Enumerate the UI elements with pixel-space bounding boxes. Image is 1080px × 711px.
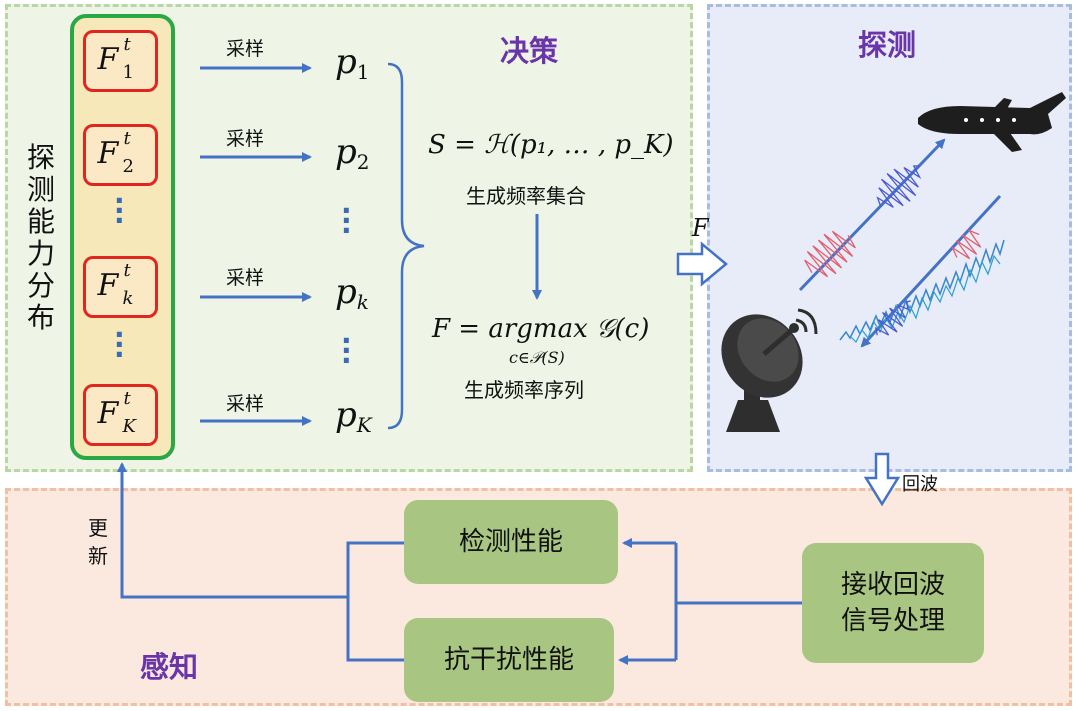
detection-title: 探测 — [858, 28, 917, 62]
jamming-noise-icon — [839, 239, 1005, 344]
f-sup: t — [123, 260, 131, 281]
p-sub: K — [356, 413, 372, 437]
p-item-K: pK — [335, 395, 372, 437]
connector-line — [346, 541, 404, 662]
decision-title: 决策 — [500, 34, 559, 68]
vlabel-char: 布 — [26, 301, 55, 334]
f-symbol: F — [97, 42, 119, 77]
distribution-box-K: F t K — [83, 384, 158, 446]
vlabel-char: 探 — [26, 141, 55, 174]
weak-echo-wave-icon — [874, 300, 911, 336]
formula-frequency-set: S = ℋ(p₁, … , p_K) — [428, 130, 674, 160]
p-symbol: p — [335, 132, 357, 172]
p-item-k: pk — [335, 272, 369, 314]
update-char: 更 — [88, 516, 108, 540]
vlabel-char: 力 — [26, 237, 55, 270]
hollow-right-arrow-icon — [676, 241, 728, 287]
signal-processing-box: 接收回波 信号处理 — [802, 543, 984, 663]
p-sub: k — [356, 290, 369, 314]
brace-icon — [387, 62, 425, 430]
vlabel-char: 测 — [26, 173, 55, 206]
return-pulse-icon — [950, 228, 982, 260]
p-symbol: p — [335, 272, 357, 312]
f-symbol: F — [97, 396, 119, 431]
reflected-wave-icon — [876, 165, 922, 208]
signal-processing-line: 信号处理 — [840, 606, 945, 636]
f-sub: k — [122, 288, 134, 309]
distribution-vertical-label: 探 测 能 力 分 布 — [24, 142, 58, 334]
p-sub: 2 — [356, 150, 370, 174]
f-symbol: F — [97, 136, 119, 171]
transmit-pulse-icon — [804, 230, 856, 278]
ellipsis-dots: ··· — [341, 324, 352, 377]
radar-icon — [721, 308, 818, 432]
p-item-1: p1 — [335, 42, 370, 84]
f-sub: K — [122, 416, 136, 437]
echo-label: 回波 — [902, 474, 938, 495]
distribution-box-1: F t 1 — [83, 30, 158, 92]
f-symbol: F — [97, 268, 119, 303]
f-sup: t — [123, 34, 131, 55]
p-symbol: p — [335, 42, 357, 82]
update-char: 新 — [88, 544, 108, 568]
vlabel-char: 分 — [26, 269, 55, 302]
anti-jamming-performance-box: 抗干扰性能 — [404, 618, 614, 702]
sample-label: 采样 — [226, 38, 265, 60]
ellipsis-dots: ··· — [114, 318, 125, 371]
f-sub: 1 — [122, 62, 134, 83]
distribution-box-k: F t k — [83, 256, 158, 318]
generate-frequency-sequence-label: 生成频率序列 — [464, 378, 584, 402]
generate-frequency-set-label: 生成频率集合 — [466, 184, 586, 208]
transmit-arrow — [798, 138, 946, 292]
airplane-icon — [918, 92, 1066, 152]
ellipsis-dots: ··· — [341, 194, 352, 247]
formula-argmax-subscript: c∈𝒫(S) — [509, 348, 565, 367]
formula-frequency-sequence: F = argmax 𝒢(c) — [432, 314, 650, 344]
p-sub: 1 — [356, 60, 370, 84]
hollow-down-arrow-icon — [863, 452, 901, 507]
sample-label: 采样 — [226, 267, 265, 289]
detection-performance-box: 检测性能 — [404, 500, 618, 584]
update-label: 更 新 — [88, 514, 108, 570]
sample-label: 采样 — [226, 128, 265, 150]
f-sub: 2 — [122, 156, 134, 177]
f-sup: t — [123, 388, 131, 409]
f-sup: t — [123, 128, 131, 149]
distribution-box-2: F t 2 — [83, 124, 158, 186]
p-item-2: p2 — [335, 132, 370, 174]
sample-label: 采样 — [226, 393, 265, 415]
output-frequency-label: F — [692, 214, 709, 242]
vlabel-char: 能 — [26, 205, 55, 238]
ellipsis-dots: ··· — [114, 184, 125, 237]
signal-processing-line: 接收回波 — [840, 570, 945, 600]
perception-title: 感知 — [140, 650, 199, 684]
update-arrow — [117, 462, 348, 599]
p-symbol: p — [335, 395, 357, 435]
